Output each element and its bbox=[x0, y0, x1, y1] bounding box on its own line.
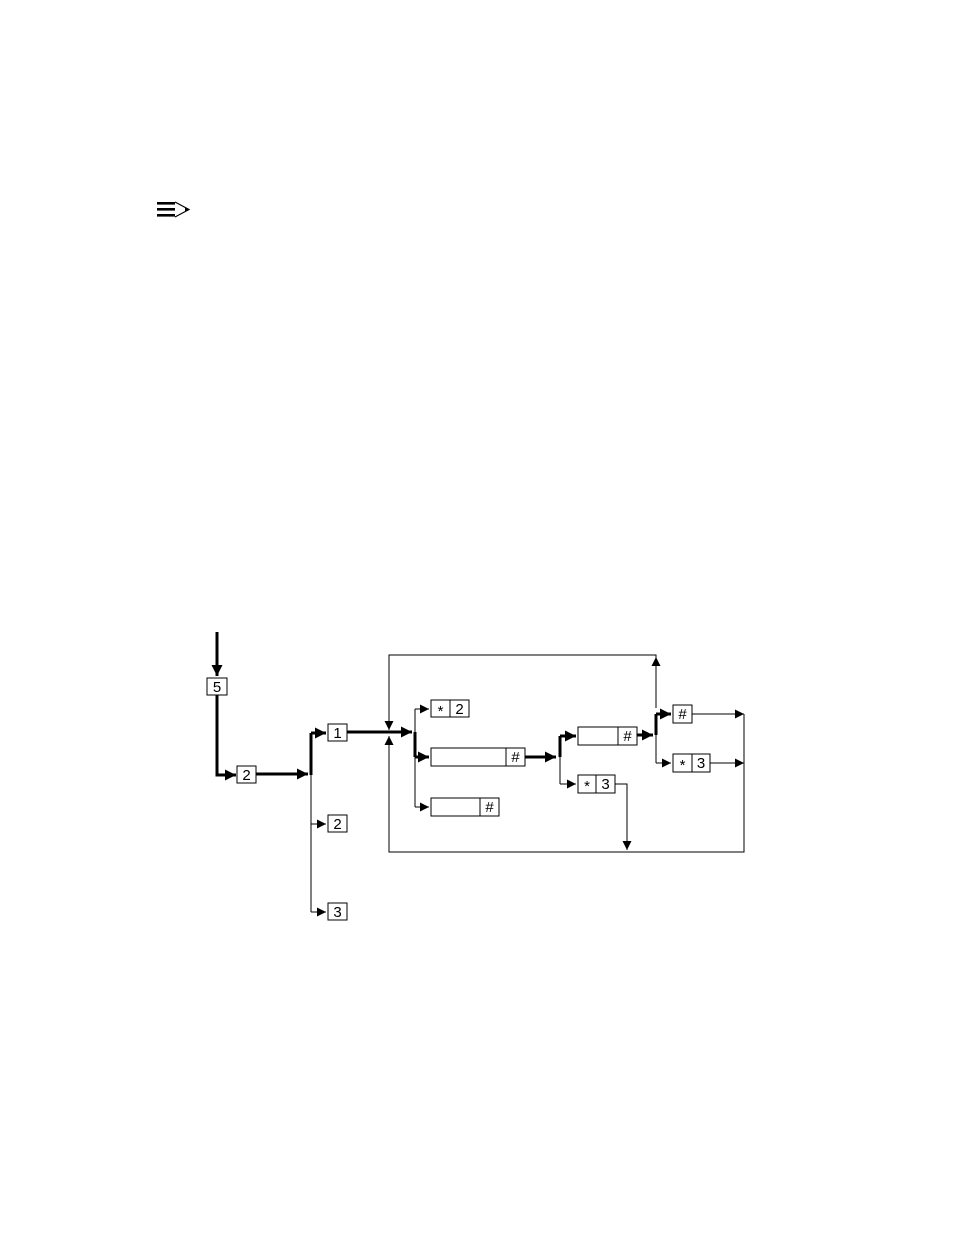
hash-c-label: # bbox=[623, 728, 632, 745]
hash-top-label: # bbox=[678, 706, 687, 723]
key-5: 5 bbox=[207, 678, 227, 696]
key-1: 1 bbox=[328, 724, 347, 742]
key-entry-hash-c: # bbox=[578, 727, 637, 745]
key-3-option: 3 bbox=[328, 903, 347, 921]
path-star-3-lower-down bbox=[615, 784, 627, 850]
star-3-lower-num-label: 3 bbox=[601, 776, 609, 793]
star-3-right-star-label: * bbox=[680, 757, 686, 774]
key-5-label: 5 bbox=[213, 679, 221, 696]
star-2-star-label: * bbox=[438, 703, 444, 720]
star-2-num-label: 2 bbox=[455, 701, 463, 718]
key-2-option: 2 bbox=[328, 815, 347, 833]
star-3-right-num-label: 3 bbox=[697, 755, 705, 772]
key-2-first-label: 2 bbox=[242, 767, 250, 784]
key-star-3-right: * 3 bbox=[673, 754, 710, 774]
key-2-first: 2 bbox=[237, 766, 256, 784]
path-5-to-2 bbox=[217, 695, 236, 775]
key-2-option-label: 2 bbox=[333, 816, 341, 833]
key-entry-hash-a: # bbox=[431, 748, 525, 766]
key-hash-top: # bbox=[673, 705, 692, 723]
key-entry-hash-b: # bbox=[431, 798, 499, 816]
loop-top bbox=[389, 655, 656, 730]
key-star-2: * 2 bbox=[431, 700, 469, 720]
key-star-3-lower: * 3 bbox=[578, 775, 615, 795]
key-1-label: 1 bbox=[333, 725, 341, 742]
hash-b-label: # bbox=[485, 799, 494, 816]
hash-a-label: # bbox=[511, 749, 520, 766]
note-pencil-icon bbox=[157, 202, 189, 217]
star-3-lower-star-label: * bbox=[584, 778, 590, 795]
key-3-option-label: 3 bbox=[333, 904, 341, 921]
